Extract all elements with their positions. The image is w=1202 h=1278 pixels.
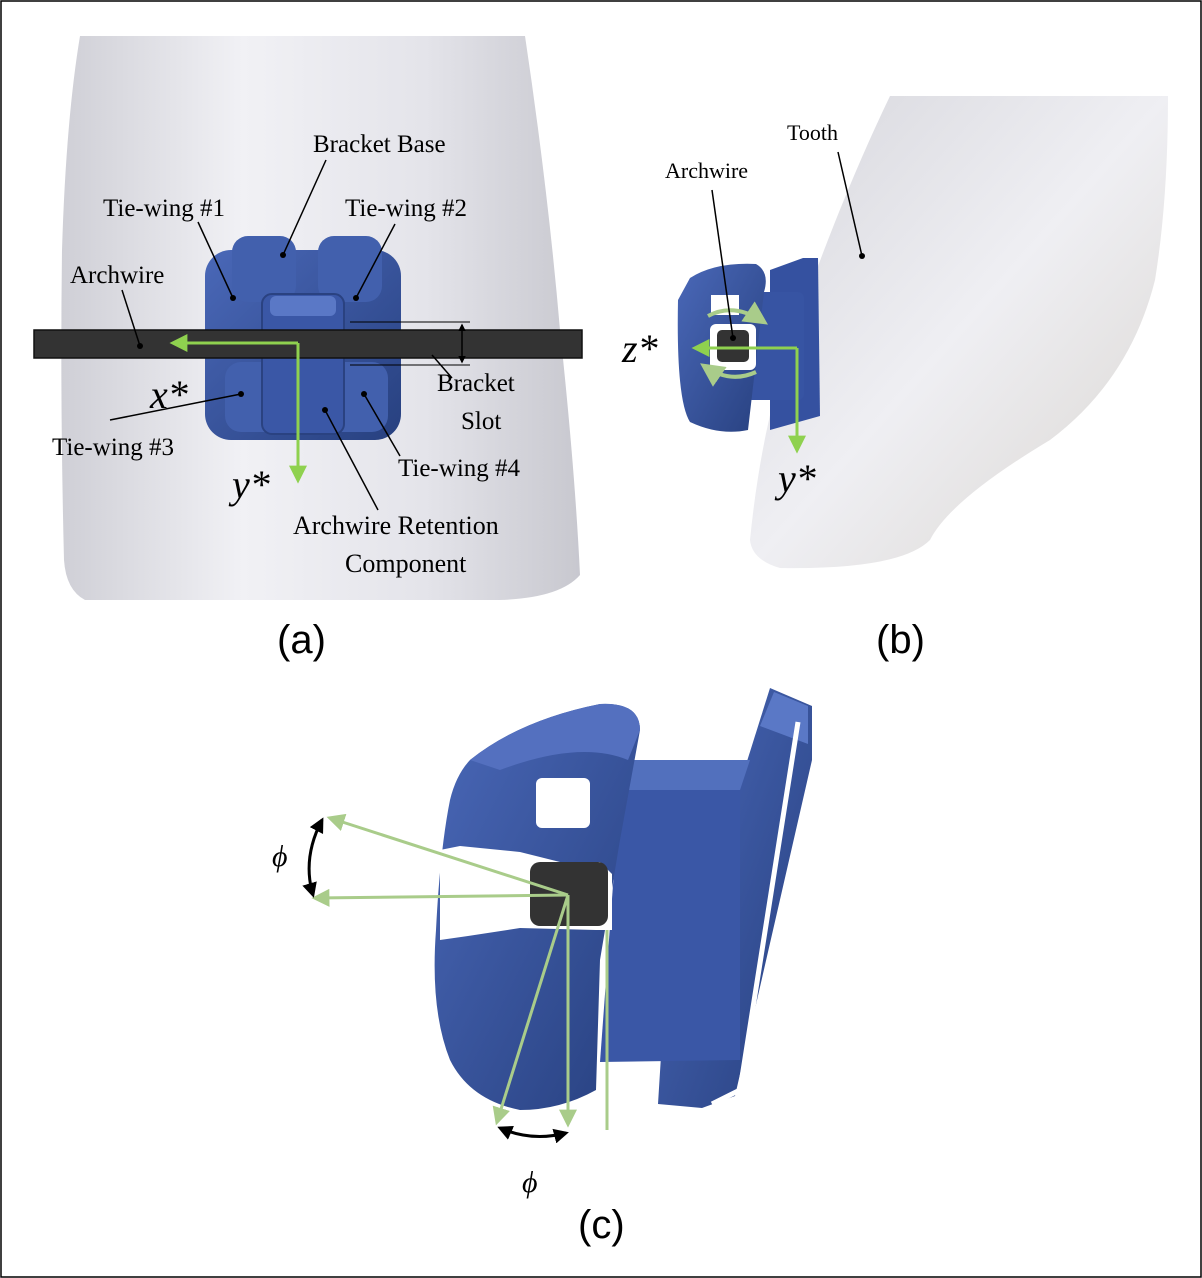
label-archwire-b: Archwire <box>665 158 748 183</box>
phi-line-down-rotated <box>492 894 570 1126</box>
panel-b: Tooth Archwire z* y* (b) <box>621 96 1168 662</box>
label-retention-line2: Component <box>345 549 467 578</box>
panel-c: ϕ ϕ (c) <box>272 688 812 1247</box>
bracket-side <box>677 258 820 432</box>
label-bracket-slot-line2: Slot <box>461 408 501 435</box>
phi-arc-bottom <box>497 1125 569 1144</box>
label-axis-x: x* <box>149 372 188 417</box>
caption-c: (c) <box>578 1203 625 1247</box>
label-tie-wing-2: Tie-wing #2 <box>345 195 467 222</box>
phi-line-rotated <box>326 813 569 897</box>
label-axis-y-b: y* <box>774 456 816 501</box>
caption-b: (b) <box>876 618 925 662</box>
label-tooth: Tooth <box>787 120 838 145</box>
phi-line-horizontal <box>311 888 569 907</box>
label-tie-wing-4: Tie-wing #4 <box>398 455 521 482</box>
panel-a: Bracket Base Tie-wing #1 Tie-wing #2 Arc… <box>33 36 583 662</box>
rotation-arrow-top <box>707 301 768 325</box>
label-retention-line1: Archwire Retention <box>293 511 499 540</box>
bracket-zoom <box>434 688 812 1110</box>
label-bracket-slot-line1: Bracket <box>437 370 515 397</box>
caption-a: (a) <box>277 618 326 662</box>
label-bracket-base: Bracket Base <box>313 131 446 158</box>
archwire-front <box>33 329 583 359</box>
label-phi-top: ϕ <box>272 840 288 873</box>
tooth-side-view <box>750 96 1168 569</box>
phi-arc-top <box>302 817 324 898</box>
label-archwire: Archwire <box>70 262 164 289</box>
label-axis-z: z* <box>621 326 658 371</box>
label-tie-wing-3: Tie-wing #3 <box>52 434 174 461</box>
label-tie-wing-1: Tie-wing #1 <box>103 195 225 222</box>
rotation-arrow-bottom <box>700 363 757 387</box>
label-axis-y: y* <box>228 462 270 507</box>
label-phi-bottom: ϕ <box>522 1166 538 1199</box>
